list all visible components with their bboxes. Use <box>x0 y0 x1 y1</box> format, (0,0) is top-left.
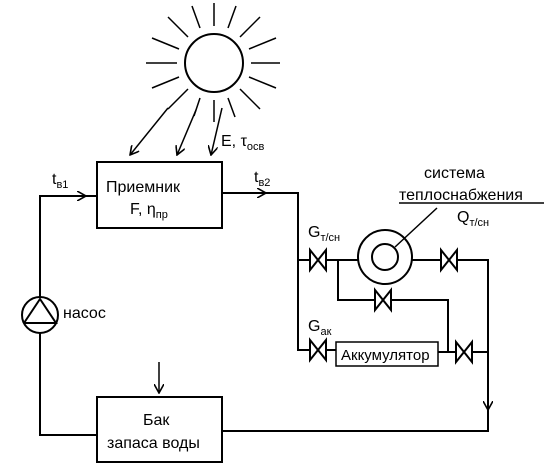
pump-icon <box>21 296 59 334</box>
accumulator-label: Аккумулятор <box>341 347 430 364</box>
heating-branch-pipes <box>326 259 489 408</box>
temp-out-label: tв2 <box>254 169 270 189</box>
valve-heating-in <box>309 247 327 273</box>
receiver-params: F, ηпр <box>130 201 168 221</box>
tank-label-2: запаса воды <box>107 435 200 452</box>
flow-q-ts-label: Qт/сн <box>457 209 489 229</box>
flow-g-ts-label: Gт/сн <box>308 224 340 244</box>
heating-system-label-1: система <box>424 165 485 182</box>
radiation-arrows <box>130 107 223 155</box>
temp-in-label: tв1 <box>52 171 68 191</box>
receiver-title: Приемник <box>106 179 181 196</box>
flow-g-ak-label: Gак <box>308 318 332 338</box>
tank-box <box>96 396 223 463</box>
accumulator-box <box>335 341 439 367</box>
heating-system-icon <box>357 229 413 285</box>
valve-heating-out <box>440 247 458 273</box>
valve-accumulator-in <box>309 337 327 363</box>
inlet-pipe <box>39 196 97 436</box>
sun-icon <box>146 3 280 122</box>
tank-label-1: Бак <box>143 412 170 429</box>
valve-bypass <box>374 287 392 313</box>
return-pipe <box>222 396 488 432</box>
sun-label: E, τосв <box>221 133 265 153</box>
valve-accumulator-out <box>455 339 473 365</box>
heating-system-label-2: теплоснабжения <box>399 187 523 204</box>
pump-label: насос <box>63 305 106 322</box>
outlet-pipe <box>222 193 310 351</box>
